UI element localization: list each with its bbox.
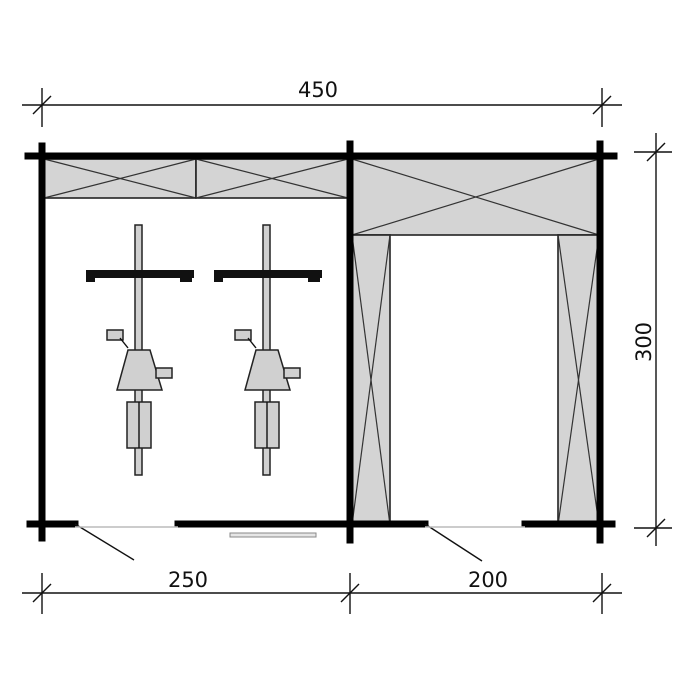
door-swings [74,523,525,562]
left-top-beam [43,158,349,199]
dimension-label-total-width: 450 [298,78,338,102]
dimension-label-right-width: 200 [468,568,508,592]
door-threshold [229,532,317,538]
right-loft-area [351,158,600,236]
dimension-label-depth: 300 [632,322,656,362]
dimension-bottom: 250 200 [22,568,622,614]
dimension-label-left-width: 250 [168,568,208,592]
walls [24,140,618,544]
right-column-right [557,234,600,526]
bicycle-icon [86,224,194,476]
right-column-left [351,234,391,526]
dimension-total-width: 450 [22,78,622,127]
dimension-depth: 300 [632,133,672,546]
bicycle-icon [214,224,322,476]
